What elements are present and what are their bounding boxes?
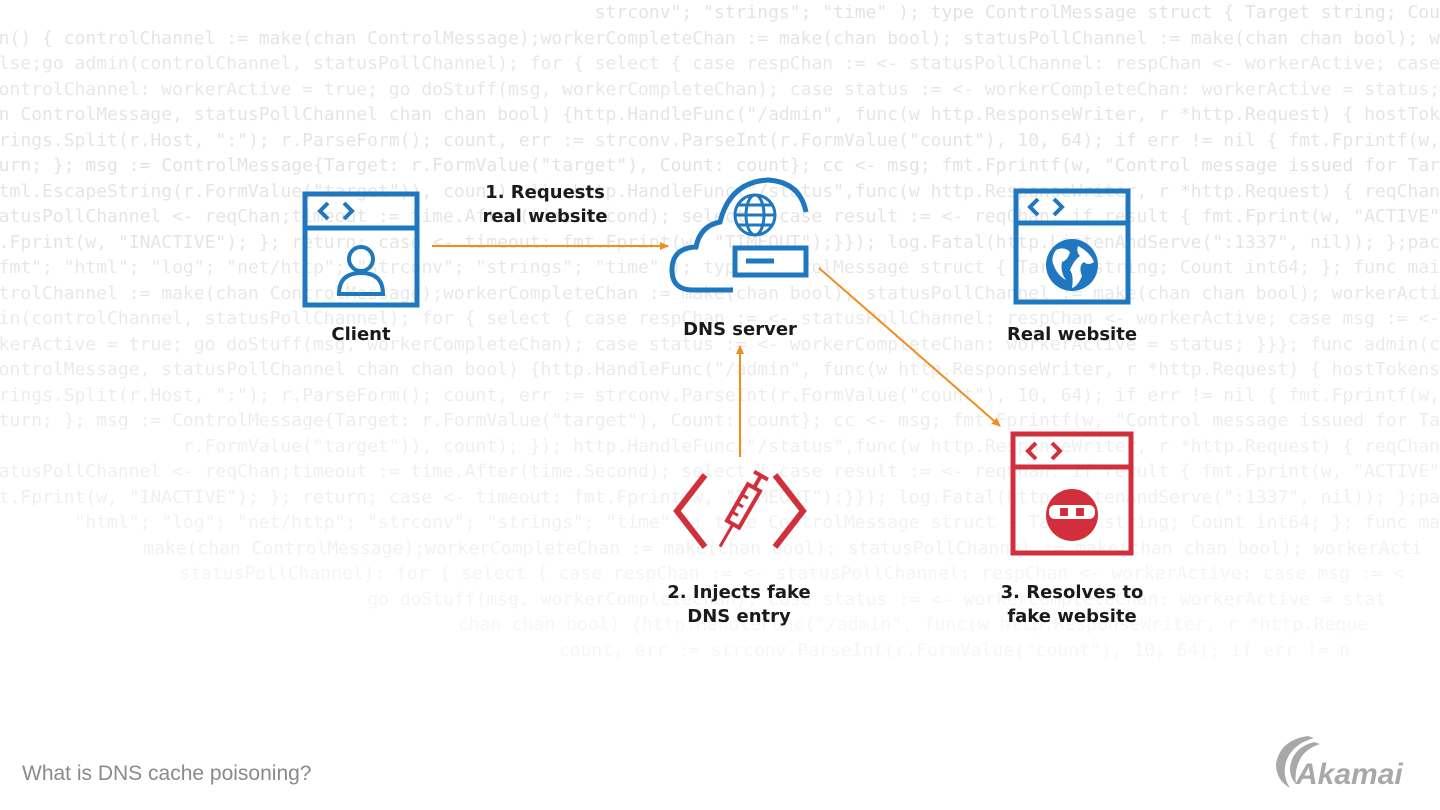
browser-ninja-icon bbox=[1010, 431, 1134, 556]
attacker-label: 2. Injects fake DNS entry bbox=[667, 582, 811, 627]
code-syringe-icon bbox=[673, 469, 807, 549]
cloud-globe-server-icon bbox=[669, 177, 809, 293]
browser-user-icon bbox=[302, 191, 420, 308]
akamai-logo-text: Akamai bbox=[1295, 758, 1403, 791]
fake-website-label: 3. Resolves to fake website bbox=[1000, 582, 1144, 627]
arrow-dns-to-fake-website bbox=[818, 267, 1001, 427]
client-label: Client bbox=[331, 324, 391, 345]
akamai-logo: Akamai bbox=[1276, 736, 1403, 791]
browser-globe-icon bbox=[1013, 188, 1131, 305]
real-website-label: Real website bbox=[1006, 324, 1138, 345]
dns-server-label: DNS server bbox=[683, 319, 797, 340]
request-edge-label: 1. Requests real website bbox=[482, 182, 608, 227]
page-caption: What is DNS cache poisoning? bbox=[22, 762, 312, 785]
